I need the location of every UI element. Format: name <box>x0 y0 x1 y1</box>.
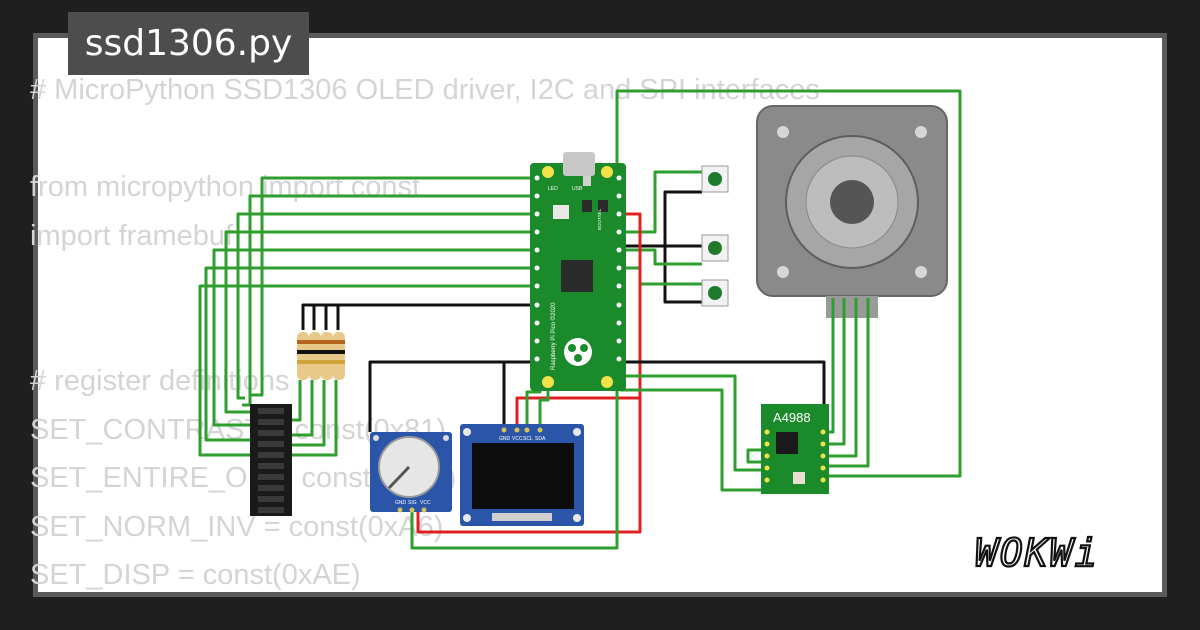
led-bargraph[interactable] <box>250 404 292 516</box>
push-button-1[interactable] <box>701 165 729 193</box>
code-line: import framebuf <box>30 219 234 252</box>
wire-green[interactable] <box>746 448 765 464</box>
pico-board-text: Raspberry Pi Pico ©2020 <box>550 302 557 370</box>
mount-hole <box>601 376 613 388</box>
resistor <box>321 332 333 380</box>
bootsel-label: BOOTSEL <box>597 208 602 230</box>
pot-pin-vcc: VCC <box>420 500 431 506</box>
wire-green[interactable] <box>826 318 870 468</box>
wires <box>198 89 962 550</box>
wire-green[interactable] <box>620 170 702 234</box>
wire-green[interactable] <box>826 318 858 458</box>
code-line: from micropython import const <box>30 171 421 203</box>
code-line: # register definitions <box>30 365 290 397</box>
wire-black[interactable] <box>620 190 702 248</box>
wire-green[interactable] <box>292 380 326 447</box>
wire-green[interactable] <box>224 230 540 414</box>
wire-green[interactable] <box>292 380 302 422</box>
pot-pin-gnd: GND <box>395 500 407 506</box>
wire-green[interactable] <box>620 374 765 472</box>
bootsel-button <box>553 205 569 219</box>
code-line: # MicroPython SSD1306 OLED driver, I2C a… <box>30 74 820 106</box>
potentiometer[interactable]: GND SIG VCC <box>370 432 452 513</box>
wire-green[interactable] <box>292 380 338 457</box>
driver-label: A4988 <box>773 410 811 425</box>
wire-black[interactable] <box>368 360 504 432</box>
resistor <box>309 332 321 380</box>
wire-black[interactable] <box>663 246 702 304</box>
a4988-driver[interactable]: A4988 <box>761 404 829 494</box>
pin-header-left <box>534 175 540 362</box>
wire-green[interactable] <box>620 248 702 266</box>
wokwi-logo-text: WOKWi <box>975 531 1099 575</box>
pin-header-right <box>616 175 622 362</box>
file-title-tab[interactable]: ssd1306.py <box>68 12 309 75</box>
wire-black[interactable] <box>301 303 540 330</box>
wire-green[interactable] <box>212 248 540 427</box>
usb-label: USB <box>572 186 583 192</box>
resistor <box>297 332 309 380</box>
ssd1306-oled-display[interactable]: GND VCC SCL SDA <box>460 424 584 526</box>
usb-connector <box>563 152 595 176</box>
push-button-3[interactable] <box>701 279 729 307</box>
mount-hole <box>601 166 613 178</box>
wire-green[interactable] <box>826 318 846 446</box>
oled-pin-vcc: VCC <box>512 436 523 442</box>
led-label: LED <box>548 186 558 192</box>
wire-green[interactable] <box>242 194 540 407</box>
resistor <box>333 332 345 380</box>
raspberry-pi-pico[interactable]: LED USB Raspberry Pi Pico ©2020 BOOTSEL <box>530 152 626 391</box>
rp2040-chip <box>561 260 593 292</box>
wire-green[interactable] <box>204 266 540 442</box>
wire-black[interactable] <box>620 360 826 408</box>
wire-green[interactable] <box>198 284 540 457</box>
pot-pin-sig: SIG <box>408 500 417 506</box>
oled-pin-sda: SDA <box>535 436 546 442</box>
wokwi-logo: WOKWi <box>975 530 1099 576</box>
wire-green[interactable] <box>410 380 619 550</box>
wire-green[interactable] <box>620 388 765 492</box>
oled-pin-gnd: GND <box>499 436 511 442</box>
wire-green[interactable] <box>620 266 702 286</box>
potentiometer-knob-indicator <box>387 465 411 490</box>
wire-green[interactable] <box>292 380 314 437</box>
code-line: SET_NORM_INV = const(0xA6) <box>30 510 444 543</box>
bargraph-segments <box>258 408 284 513</box>
oled-pin-scl: SCL <box>523 436 533 442</box>
wire-red[interactable] <box>515 396 640 430</box>
mount-hole <box>542 166 554 178</box>
code-line: SET_DISP = const(0xAE) <box>30 559 361 591</box>
wire-red[interactable] <box>416 212 642 534</box>
resistor-array[interactable] <box>297 332 345 380</box>
push-button-2[interactable] <box>701 234 729 262</box>
driver-pins <box>764 429 826 483</box>
wire-green[interactable] <box>236 212 540 400</box>
mount-hole <box>542 376 554 388</box>
stepper-motor[interactable] <box>756 105 948 318</box>
